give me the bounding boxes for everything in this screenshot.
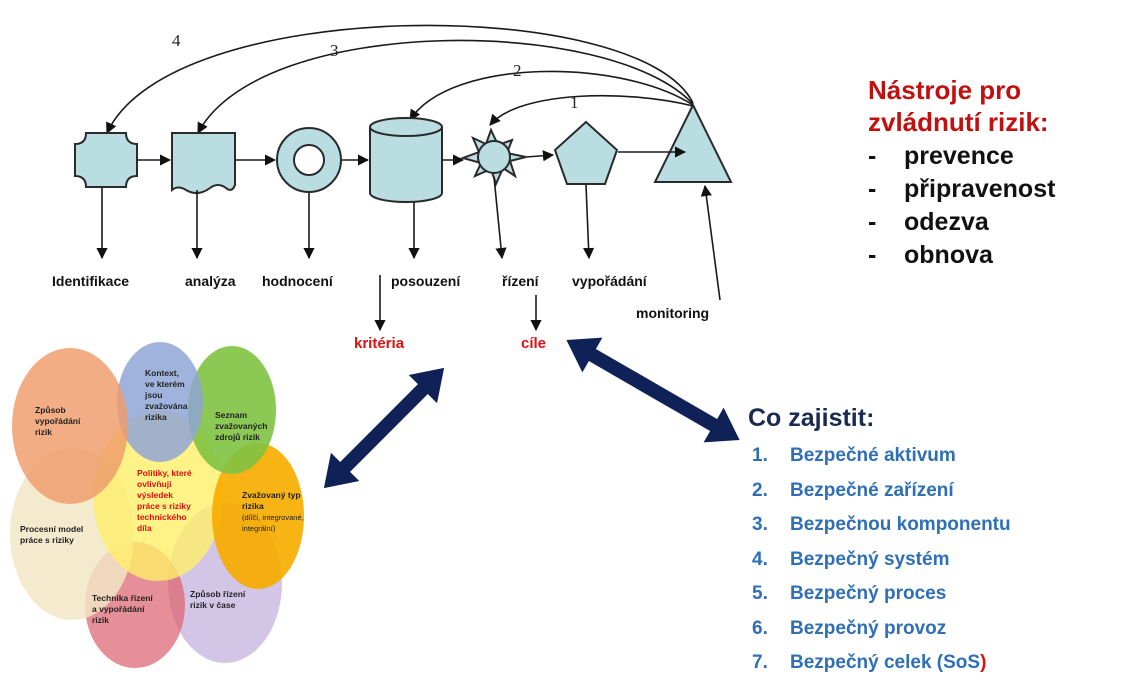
ensure-item: 4.Bezpečný systém	[752, 548, 950, 570]
goals-label: cíle	[521, 335, 546, 352]
assessment-cylinder-shape	[369, 127, 443, 203]
tools-item: -obnova	[868, 241, 993, 269]
stage-label-identification: Identifikace	[52, 273, 129, 289]
tools-item: -prevence	[868, 142, 1014, 170]
tools-title-line-2: zvládnutí rizik:	[868, 107, 1049, 137]
bubble-text-process-model: Procesní model práce s riziky	[20, 524, 84, 545]
criteria-label: kritéria	[354, 335, 405, 352]
bubble-text-risk-type: Zvažovaný typ rizika (dílčí, integrované…	[242, 490, 304, 533]
bubble-text-time-method: Způsob řízení rizik v čase	[190, 589, 246, 610]
ensure-item: 3.Bezpečnou komponentu	[752, 514, 1011, 535]
loop-arrow-2	[409, 70, 694, 121]
ensure-item: 5.Bezpečný proces	[752, 583, 947, 604]
risk-factors-bubbles	[10, 342, 304, 668]
treatment-pentagon-shape	[553, 120, 619, 185]
stage-label-analysis: analýza	[185, 273, 236, 289]
bubble-text-policies: Politiky, které ovlivňují výsledek práce…	[137, 468, 192, 533]
bubble-context	[117, 342, 203, 462]
bubble-sources	[188, 346, 276, 474]
monitoring-triangle-shape	[653, 102, 733, 183]
bubble-text-context: Kontext, ve kterém jsou zvažována rizika	[145, 368, 188, 422]
bubble-policies	[93, 411, 223, 581]
ensure-list: 1.Bezpečné aktivum 2.Bezpečné zařízení 3…	[748, 439, 1128, 681]
loop-number-4: 4	[172, 31, 181, 50]
bubble-treatment-method	[12, 348, 128, 504]
ensure-item: 6.Bezpečný provoz	[752, 617, 947, 639]
ensure-title: Co zajistit:	[748, 404, 875, 432]
loop-number-1: 1	[570, 93, 579, 112]
ensure-item: 1.Bezpečné aktivum	[752, 445, 956, 466]
loop-number-2: 2	[513, 61, 522, 80]
double-arrow-goals	[566, 337, 740, 443]
loop-arrow-3	[197, 39, 694, 134]
tools-panel: Nástroje pro zvládnutí rizik: -prevence …	[868, 74, 1118, 272]
ensure-panel: Co zajistit: 1.Bezpečné aktivum 2.Bezpeč…	[748, 403, 1128, 681]
loop-arrow-1	[489, 94, 694, 126]
bubble-text-sources: Seznam zvažovaných zdrojů rizik	[215, 410, 268, 442]
loop-number-3: 3	[330, 41, 339, 60]
loop-arrow-4	[106, 24, 694, 135]
analysis-page-shape	[171, 132, 236, 194]
stage-label-evaluation: hodnocení	[262, 273, 334, 289]
stage-label-treatment: vypořádání	[572, 273, 648, 289]
double-arrow-criteria	[323, 367, 445, 489]
down-arrow	[582, 184, 595, 260]
bubble-text-technique: Technika řízení a vypořádání rizik	[92, 593, 153, 625]
tools-list: -prevence -připravenost -odezva -obnova	[868, 140, 1118, 272]
stage-label-assessment: posouzení	[391, 273, 461, 289]
tools-item: -připravenost	[868, 175, 1056, 203]
bubble-risk-type	[212, 443, 304, 589]
stage-label-monitoring: monitoring	[636, 305, 709, 321]
assessment-cylinder-top	[369, 117, 443, 137]
evaluation-ring-hole	[293, 144, 325, 176]
control-sun-core	[477, 140, 511, 174]
down-arrow	[493, 176, 507, 260]
identification-octagon-shape	[74, 132, 138, 188]
bubble-text-treatment-method: Způsob vypořádání rizik	[35, 405, 81, 437]
tools-title-line-1: Nástroje pro	[868, 75, 1022, 105]
ensure-item: 7.Bezpečný celek (SoS)	[752, 652, 987, 673]
monitoring-up-arrow	[700, 184, 721, 301]
stage-label-control: řízení	[502, 273, 540, 289]
tools-item: -odezva	[868, 208, 989, 236]
ensure-item: 2.Bezpečné zařízení	[752, 479, 954, 501]
flow-arrow	[525, 150, 555, 162]
